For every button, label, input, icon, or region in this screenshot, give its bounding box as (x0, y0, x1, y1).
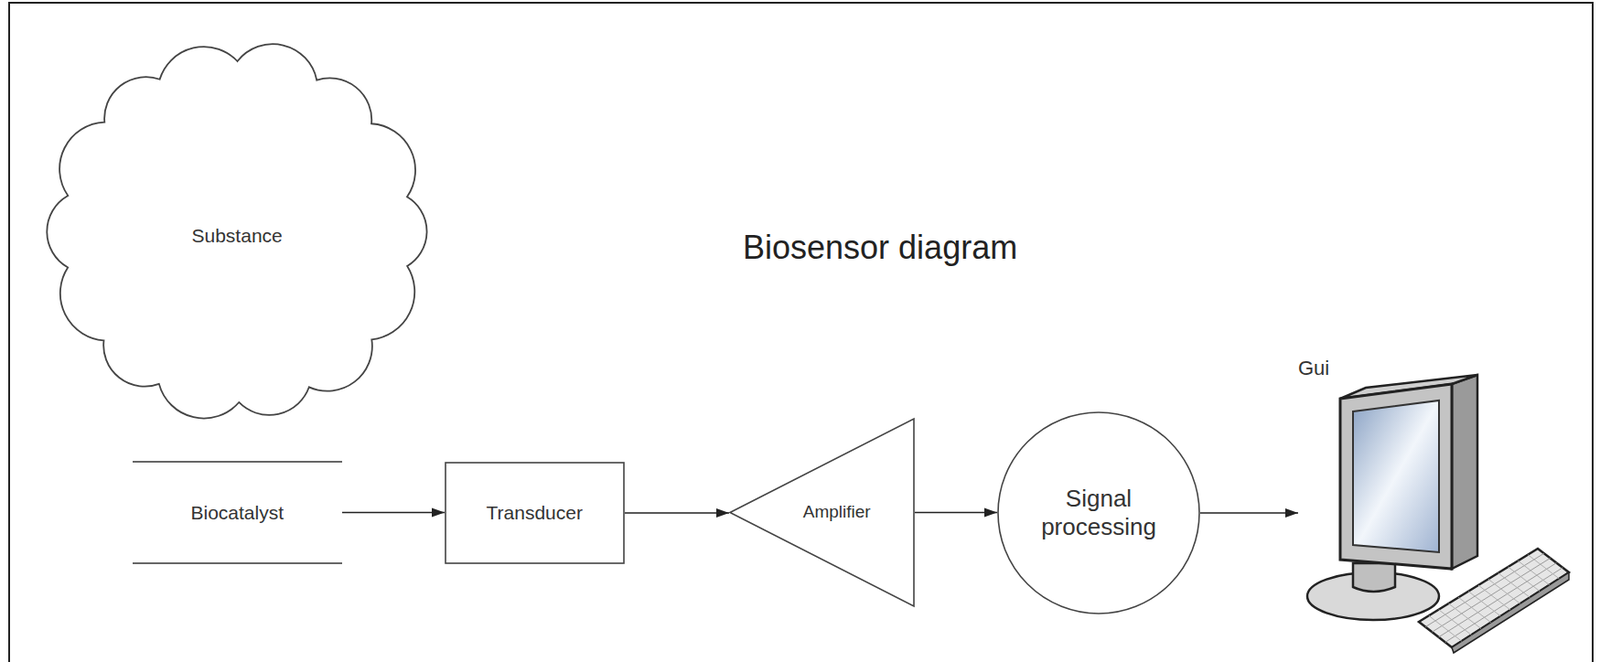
amplifier-triangle: Amplifier (729, 418, 915, 608)
flow-arrow (914, 512, 998, 515)
node-label: Gui (1298, 356, 1330, 381)
substance-cloud: Substance (25, 22, 450, 441)
box-border (445, 462, 624, 564)
computer-icon (1307, 375, 1569, 654)
flow-arrow (342, 512, 445, 515)
node-label: Signal processing (1025, 484, 1172, 542)
text-group: Biocatalyst (191, 501, 285, 525)
band-line (132, 562, 343, 565)
signal-processing-circle: Signal processing (997, 411, 1201, 615)
biocatalyst-band: Biocatalyst (132, 461, 343, 565)
text-group: Substance (192, 224, 283, 247)
node-label: Substance (192, 224, 283, 247)
text-group: Transducer (486, 501, 583, 525)
transducer-box: Transducer (444, 461, 625, 565)
node-label: Biocatalyst (191, 501, 285, 525)
gui-computer: Gui (1298, 347, 1573, 652)
diagram-title: Biosensor diagram (742, 228, 1018, 268)
flow-arrow (624, 512, 730, 515)
band-line (132, 461, 343, 463)
circle-border (998, 412, 1200, 614)
frame-border (9, 2, 1593, 662)
flow-arrow (1200, 512, 1299, 515)
text-group: Amplifier (803, 502, 871, 524)
text-group: Gui (1298, 356, 1330, 381)
gui-computer-outline (1298, 347, 1573, 652)
cloud-outline (46, 43, 427, 419)
amplifier-symbol (730, 418, 914, 607)
node-label: Transducer (486, 501, 583, 525)
text-group: Signal processing (1025, 484, 1172, 542)
node-label: Amplifier (803, 502, 871, 524)
